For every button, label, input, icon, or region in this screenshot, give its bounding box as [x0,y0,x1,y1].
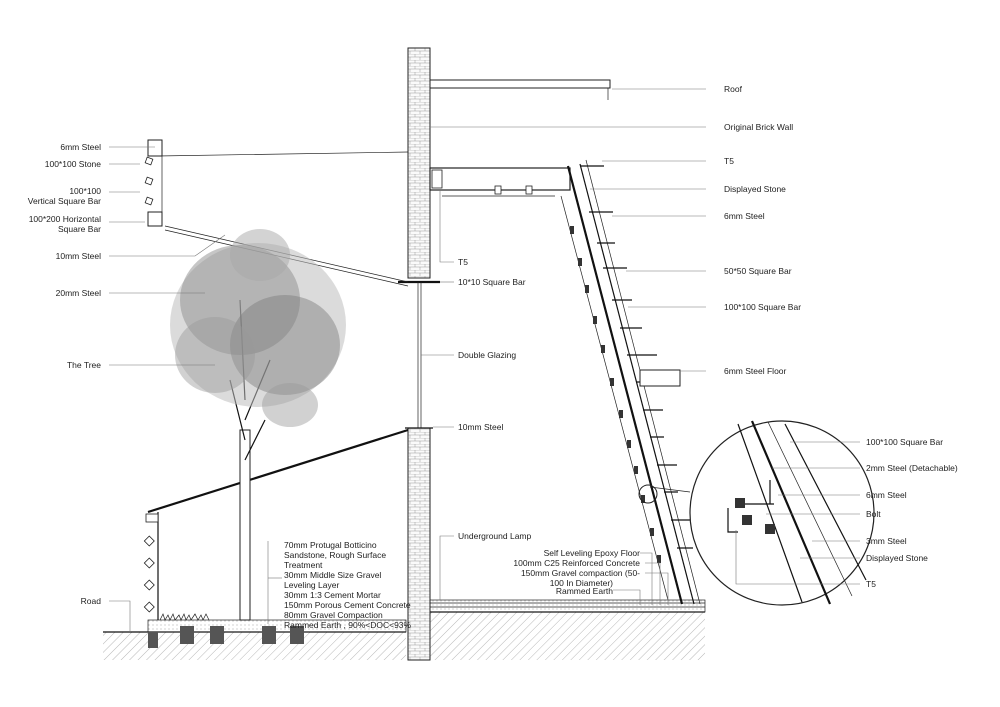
detail-labels: 100*100 Square Bar 2mm Steel (Detachable… [866,437,958,589]
leader-lines [109,88,860,632]
detail-circle [649,420,875,606]
label-original-brick-wall: Original Brick Wall [724,122,793,132]
detail-label-bolt: Bolt [866,509,881,519]
slanted-facade [560,159,701,605]
ground-layer-left: Rammed Earth , 90%<DOC<93% [284,620,412,630]
detail-label-3mm-steel: 3mm Steel [866,536,907,546]
ground-layer-right: 150mm Gravel compaction (50- [521,568,640,578]
ground-layer-right: 100 In Diameter) [550,578,613,588]
label-vertical-square-bar-1: 100*100 [69,186,101,196]
ground-layer-left: 150mm Porous Cement Concrete [284,600,411,610]
label-double-glazing: Double Glazing [458,350,516,360]
label-6mm-steel-floor: 6mm Steel Floor [724,366,787,376]
ground-layer-left: 80mm Gravel Compaction [284,610,383,620]
tree [170,229,346,621]
ground-layer-right: Rammed Earth [556,586,613,596]
label-horizontal-square-bar-1: 100*200 Horizontal [29,214,101,224]
label-road: Road [81,596,102,606]
label-50-square-bar: 50*50 Square Bar [724,266,792,276]
ground-layer-left: 30mm 1:3 Cement Mortar [284,590,381,600]
ground [103,599,706,660]
label-10-square-bar: 10*10 Square Bar [458,277,526,287]
detail-label-6mm-steel: 6mm Steel [866,490,907,500]
detail-label-t5: T5 [866,579,876,589]
label-t5-mid: T5 [458,257,468,267]
label-t5-top: T5 [724,156,734,166]
label-100-stone: 100*100 Stone [45,159,102,169]
ground-layer-left: 70mm Protugal Botticino [284,540,377,550]
ground-layer-right: Self Leveling Epoxy Floor [544,548,641,558]
canopy [143,139,409,620]
label-20mm-steel: 20mm Steel [56,288,101,298]
label-underground-lamp: Underground Lamp [458,531,532,541]
label-displayed-stone-top: Displayed Stone [724,184,786,194]
label-vertical-square-bar-2: Vertical Square Bar [28,196,101,206]
label-the-tree: The Tree [67,360,101,370]
label-6mm-steel-left: 6mm Steel [60,142,101,152]
label-10mm-steel-left: 10mm Steel [56,251,101,261]
ground-layers-right: Self Leveling Epoxy Floor 100mm C25 Rein… [513,548,640,596]
roof-slab [429,79,611,100]
ground-layer-left: Treatment [284,560,323,570]
ceiling-box [429,167,571,197]
detail-label-displayed-stone: Displayed Stone [866,553,928,563]
label-10mm-steel-mid: 10mm Steel [458,422,503,432]
detail-label-2mm-steel: 2mm Steel (Detachable) [866,463,958,473]
ground-layer-left: Leveling Layer [284,580,339,590]
label-6mm-steel-right: 6mm Steel [724,211,765,221]
label-horizontal-square-bar-2: Square Bar [58,224,101,234]
label-roof: Roof [724,84,743,94]
label-100-square-bar-right: 100*100 Square Bar [724,302,801,312]
brick-wall [398,47,440,661]
detail-label-100-square-bar: 100*100 Square Bar [866,437,943,447]
ground-layer-right: 100mm C25 Reinforced Concrete [513,558,640,568]
ground-layer-left: Sandstone, Rough Surface [284,550,386,560]
ground-layer-left: 30mm Middle Size Gravel [284,570,381,580]
ground-layers-left: 70mm Protugal Botticino Sandstone, Rough… [284,540,412,630]
